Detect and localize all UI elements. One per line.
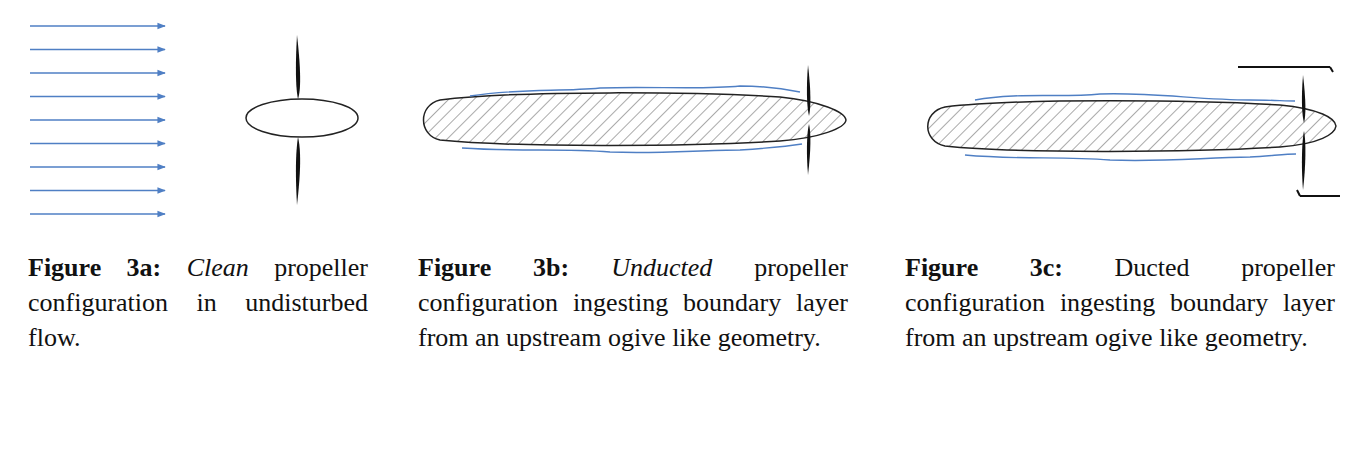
- flow-arrow: [30, 143, 165, 144]
- boundary-layer: [965, 154, 1296, 161]
- propeller-blade: [807, 124, 810, 175]
- flow-arrows: [30, 26, 165, 214]
- illustration: [0, 0, 1362, 240]
- duct: [1238, 67, 1333, 72]
- figure-number: Figure 3a:: [28, 253, 161, 282]
- propeller-blade: [807, 65, 810, 116]
- figure-number: Figure 3b:: [418, 253, 569, 282]
- propeller-blade: [1302, 131, 1305, 190]
- caption-text: Unducted: [611, 253, 712, 282]
- flow-arrow: [30, 96, 165, 97]
- flow-arrow: [30, 190, 165, 191]
- figure-caption: Figure 3c: Ducted propeller configuratio…: [905, 250, 1335, 355]
- flow-arrow: [30, 72, 165, 73]
- propeller-blade: [296, 35, 300, 99]
- ogive-body: [928, 101, 1336, 152]
- caption-text: Clean: [187, 253, 249, 282]
- boundary-layer: [470, 86, 800, 96]
- nacelle: [246, 99, 358, 137]
- boundary-layer: [975, 94, 1295, 101]
- ogive-body: [424, 93, 847, 146]
- flow-arrow: [30, 119, 165, 120]
- propeller-blade: [296, 137, 300, 205]
- figure-caption: Figure 3a: Clean propeller configuration…: [28, 250, 368, 355]
- flow-arrow: [30, 213, 165, 214]
- propeller-blade: [1302, 75, 1305, 123]
- flow-arrow: [30, 49, 165, 50]
- boundary-layer: [462, 144, 802, 153]
- duct: [1297, 190, 1340, 196]
- flow-arrow: [30, 166, 165, 167]
- figure-caption: Figure 3b: Unducted propeller configurat…: [418, 250, 848, 355]
- flow-arrow: [30, 25, 165, 26]
- figure-number: Figure 3c:: [905, 253, 1063, 282]
